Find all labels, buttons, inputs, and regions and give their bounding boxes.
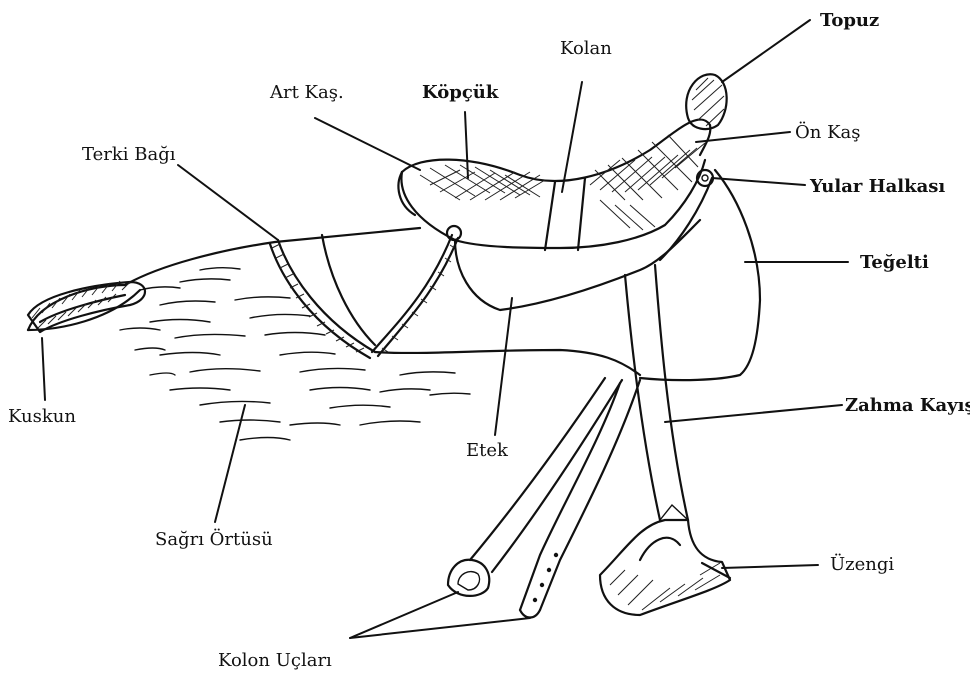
label-on-kas: Ön Kaş — [795, 120, 861, 143]
label-etek: Etek — [466, 440, 509, 461]
label-kopcuk: Köpçük — [422, 82, 499, 103]
kolon-uclari-straps — [448, 378, 640, 618]
tegelti-pad — [640, 170, 760, 380]
label-terki-bagi: Terki Bağı — [82, 144, 176, 165]
strap-hole — [540, 583, 544, 587]
label-kolon-uclari: Kolon Uçları — [218, 650, 332, 671]
label-tegelti: Teğelti — [860, 252, 929, 273]
label-sagri-ortusu: Sağrı Örtüsü — [155, 527, 273, 550]
rear-flap-line — [322, 235, 375, 345]
blanket-bottom-edge — [375, 350, 640, 375]
strap-hole — [554, 553, 558, 557]
label-zahma-kayisi: Zahma Kayışı — [845, 395, 970, 416]
label-kuskun: Kuskun — [8, 406, 76, 427]
saddle-seat — [398, 119, 710, 310]
label-yular-halkasi: Yular Halkası — [809, 176, 945, 197]
label-kolan: Kolan — [560, 38, 612, 59]
label-art-kas: Art Kaş. — [269, 82, 344, 103]
zahma-kayisi-strap — [625, 265, 688, 520]
label-uzengi: Üzengi — [830, 552, 894, 575]
tegelti-inner-line — [660, 178, 712, 260]
kuskun-loop — [28, 281, 145, 332]
uzengi-stirrup — [600, 520, 730, 615]
strap-hole — [547, 568, 551, 572]
strap-hole — [533, 598, 537, 602]
terki-bagi-rope — [270, 226, 461, 358]
yular-halkasi-inner — [702, 175, 708, 181]
label-topuz: Topuz — [820, 10, 879, 31]
